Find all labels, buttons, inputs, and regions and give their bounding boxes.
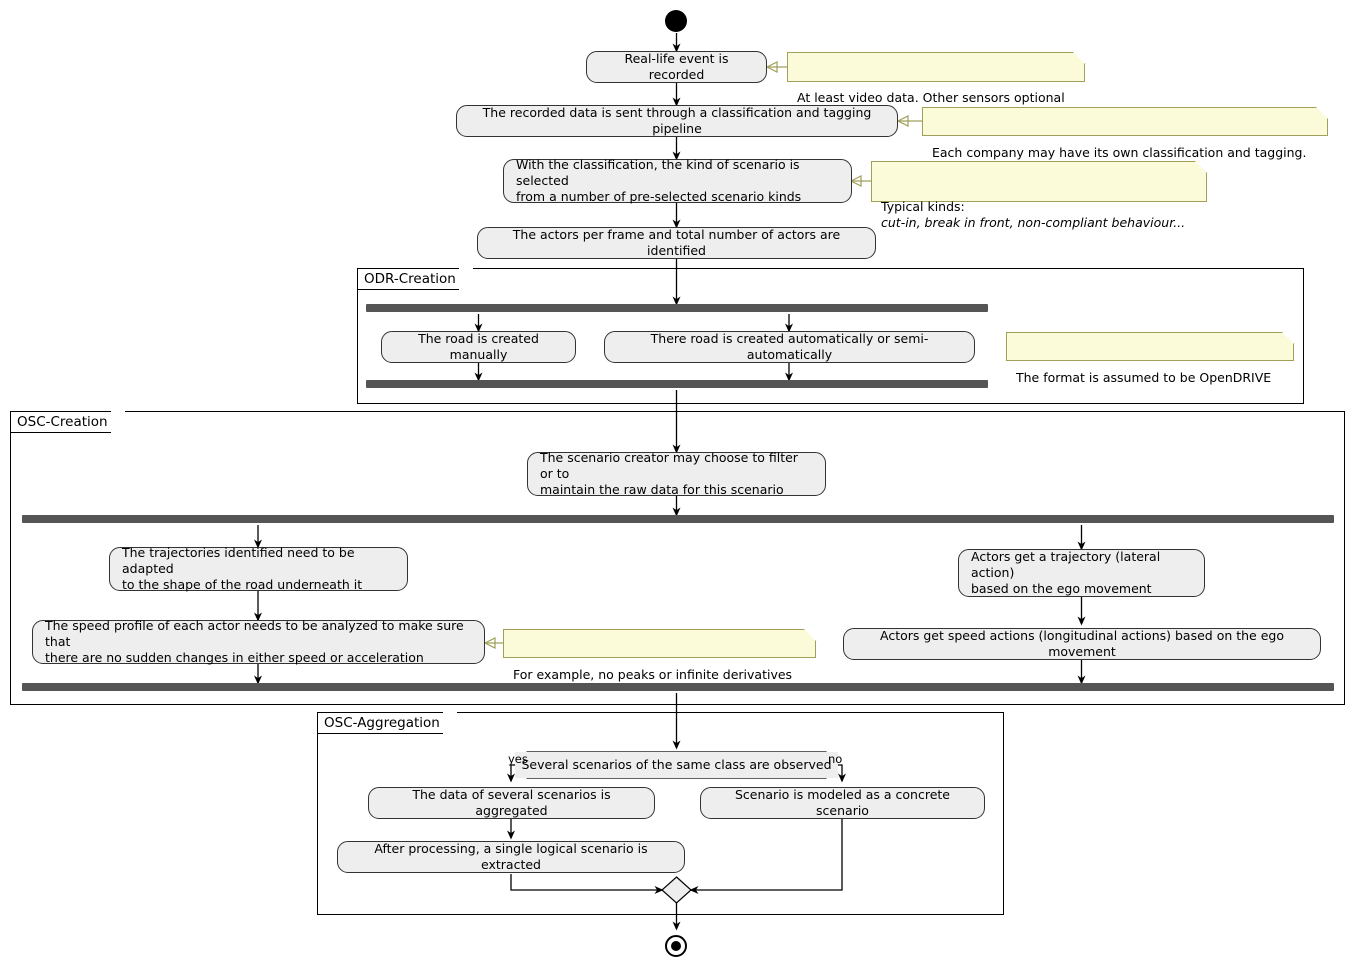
partition-label-slant xyxy=(442,712,457,734)
note-text: For example, no peaks or infinite deriva… xyxy=(513,667,793,682)
activity-label: Actors get a trajectory (lateral action)… xyxy=(971,549,1161,596)
activity-label: The trajectories identified need to be a… xyxy=(122,545,363,592)
activity-logical-scenario-extracted[interactable]: After processing, a single logical scena… xyxy=(337,841,685,873)
partition-label-text: OSC-Aggregation xyxy=(324,715,440,731)
note-video-data: At least video data. Other sensors optio… xyxy=(787,52,1085,105)
partition-label-text: OSC-Creation xyxy=(17,414,108,430)
partition-label-osc-creation: OSC-Creation xyxy=(10,411,125,433)
end-node xyxy=(665,935,687,957)
activity-filter-or-maintain-raw-data[interactable]: The scenario creator may choose to filte… xyxy=(527,450,826,497)
activity-label: Scenario is modeled as a concrete scenar… xyxy=(734,787,951,818)
decision-several-scenarios-observed[interactable]: Several scenarios of the same class are … xyxy=(515,752,838,778)
activity-label: With the classification, the kind of sce… xyxy=(516,157,802,204)
note-fold-icon xyxy=(1073,52,1085,64)
activity-speed-profile-analyzed[interactable]: The speed profile of each actor needs to… xyxy=(32,618,485,665)
activity-trajectories-adapted-to-road[interactable]: The trajectories identified need to be a… xyxy=(109,545,408,592)
note-text: At least video data. Other sensors optio… xyxy=(797,90,1065,105)
activity-real-life-event-recorded[interactable]: Real-life event is recorded xyxy=(586,51,767,83)
partition-label-odr-creation: ODR-Creation xyxy=(357,268,473,290)
activity-label: The data of several scenarios is aggrega… xyxy=(412,787,611,818)
activity-actors-get-speed-actions[interactable]: Actors get speed actions (longitudinal a… xyxy=(843,628,1321,660)
activity-label: Actors get speed actions (longitudinal a… xyxy=(879,628,1284,659)
fork-bar-odr xyxy=(366,304,988,312)
activity-label: The scenario creator may choose to filte… xyxy=(540,450,798,497)
activity-road-created-automatically[interactable]: There road is created automatically or s… xyxy=(604,331,975,363)
note-no-peaks-derivatives: For example, no peaks or infinite deriva… xyxy=(503,629,816,682)
activity-label: The recorded data is sent through a clas… xyxy=(482,105,872,136)
decision-label: Several scenarios of the same class are … xyxy=(521,757,832,772)
branch-label-no: no xyxy=(828,752,843,766)
note-opendrive-format: The format is assumed to be OpenDRIVE xyxy=(1006,332,1294,385)
join-bar-osc xyxy=(22,683,1334,691)
activity-label: The road is created manually xyxy=(418,331,539,362)
note-fold-icon xyxy=(804,629,816,641)
note-fold-icon xyxy=(1282,332,1294,344)
note-text: Each company may have its own classifica… xyxy=(932,145,1307,160)
activity-actors-get-trajectory[interactable]: Actors get a trajectory (lateral action)… xyxy=(958,549,1205,597)
partition-label-slant xyxy=(110,411,125,433)
activity-label: Real-life event is recorded xyxy=(624,51,729,82)
partition-label-slant xyxy=(458,268,473,290)
fork-bar-osc xyxy=(22,515,1334,523)
note-fold-icon xyxy=(1195,161,1207,173)
partition-label-text: ODR-Creation xyxy=(364,271,456,287)
note-text: The format is assumed to be OpenDRIVE xyxy=(1016,370,1272,385)
note-fold-icon xyxy=(1316,107,1328,119)
activity-actors-identified[interactable]: The actors per frame and total number of… xyxy=(477,227,876,259)
note-text-line1: Typical kinds: xyxy=(881,199,965,214)
partition-osc-aggregation: OSC-Aggregation xyxy=(317,712,1004,915)
join-bar-odr xyxy=(366,380,988,388)
activity-label: After processing, a single logical scena… xyxy=(374,841,648,872)
activity-classification-tagging-pipeline[interactable]: The recorded data is sent through a clas… xyxy=(456,105,898,137)
start-node xyxy=(665,10,687,32)
activity-concrete-scenario[interactable]: Scenario is modeled as a concrete scenar… xyxy=(700,787,985,819)
activity-label: The speed profile of each actor needs to… xyxy=(45,618,464,665)
activity-scenario-kind-selected[interactable]: With the classification, the kind of sce… xyxy=(503,157,852,204)
activity-label: There road is created automatically or s… xyxy=(650,331,929,362)
branch-label-yes: yes xyxy=(508,752,528,766)
note-text-line2: cut-in, break in front, non-compliant be… xyxy=(881,215,1186,230)
note-company-classification: Each company may have its own classifica… xyxy=(922,107,1328,160)
activity-label: The actors per frame and total number of… xyxy=(512,227,841,258)
activity-data-aggregated[interactable]: The data of several scenarios is aggrega… xyxy=(368,787,655,819)
partition-label-osc-aggregation: OSC-Aggregation xyxy=(317,712,457,734)
partition-odr-creation: ODR-Creation xyxy=(357,268,1304,404)
note-typical-kinds: Typical kinds: cut-in, break in front, n… xyxy=(871,161,1207,230)
partition-osc-creation: OSC-Creation xyxy=(10,411,1345,705)
activity-road-created-manually[interactable]: The road is created manually xyxy=(381,331,576,363)
